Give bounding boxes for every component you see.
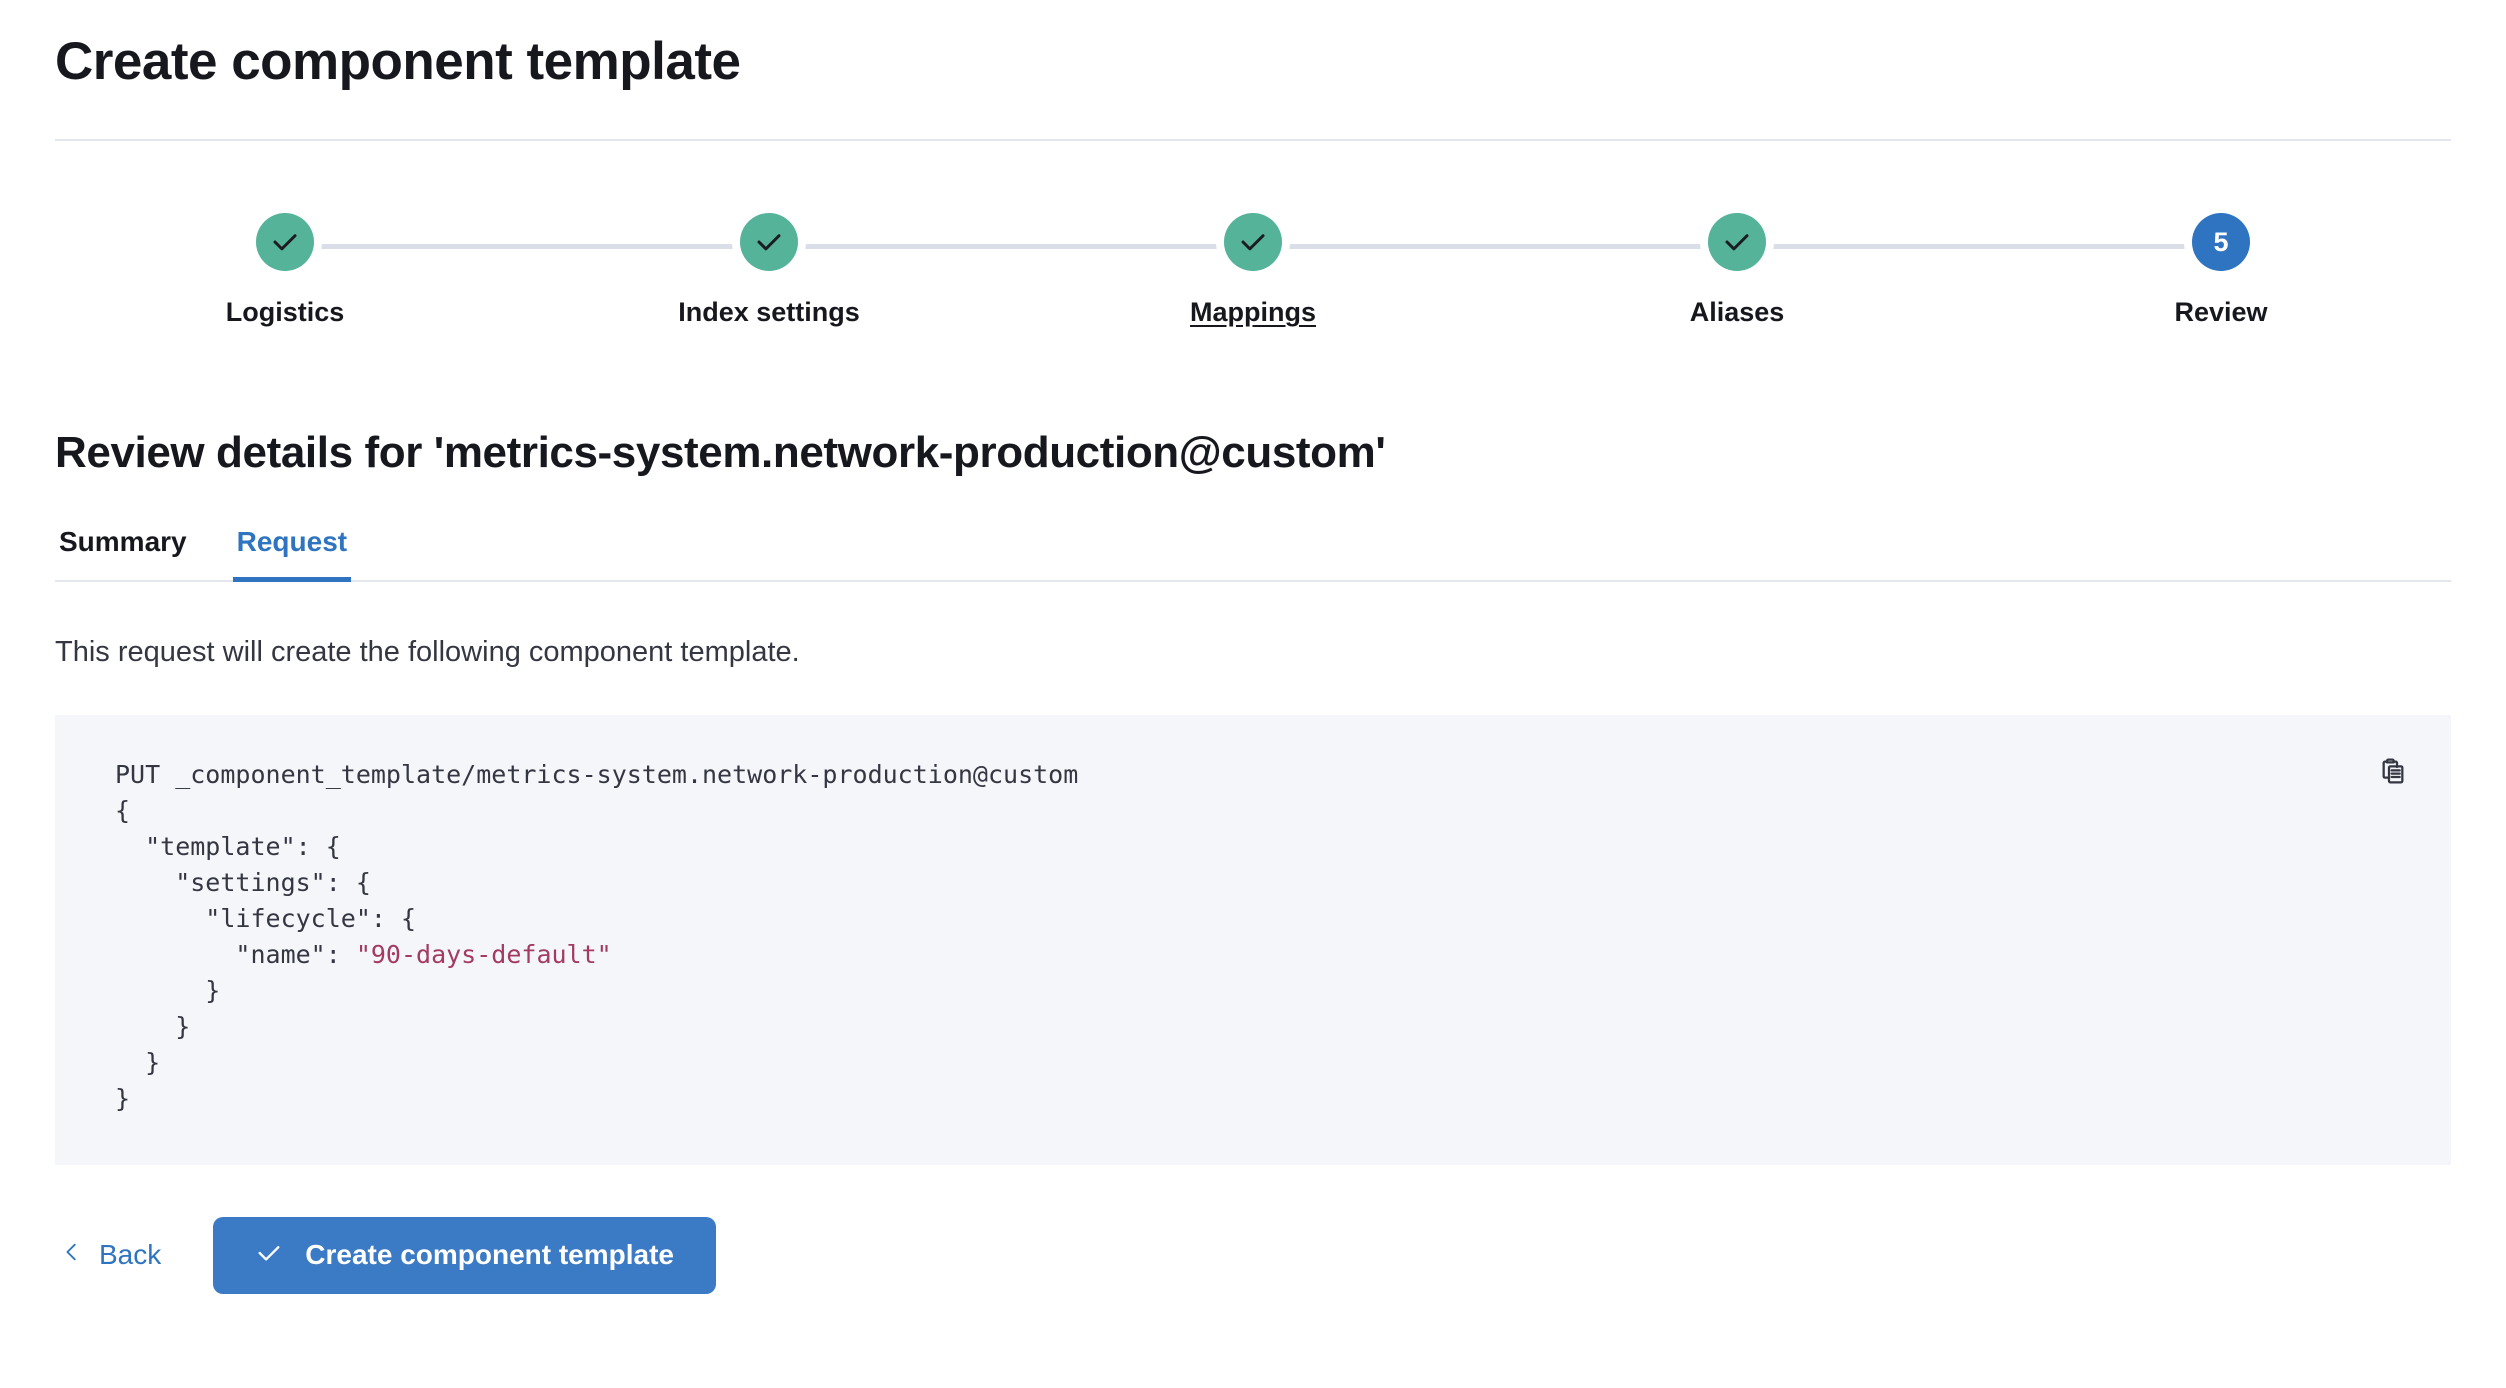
code-lifecycle-name-value: "90-days-default" bbox=[355, 939, 612, 969]
stepper-step-aliases[interactable]: Aliases bbox=[1617, 213, 1857, 328]
check-icon bbox=[754, 227, 784, 257]
step-number-review: 5 bbox=[2213, 226, 2229, 257]
step-circle-logistics[interactable] bbox=[256, 213, 314, 272]
page-title: Create component template bbox=[55, 32, 741, 91]
wizard-actions: Back Create component template bbox=[55, 1216, 2451, 1294]
step-circle-review[interactable]: 5 bbox=[2192, 213, 2250, 272]
chevron-left-icon bbox=[61, 1239, 83, 1272]
stepper-step-index-settings[interactable]: Index settings bbox=[649, 213, 889, 328]
review-heading: Review details for 'metrics-system.netwo… bbox=[55, 428, 1386, 478]
title-divider bbox=[55, 139, 2451, 142]
stepper-label-index-settings: Index settings bbox=[678, 297, 860, 328]
step-circle-mappings[interactable] bbox=[1224, 213, 1282, 272]
code-request-line: PUT _component_template/metrics-system.n… bbox=[115, 759, 1079, 789]
check-icon bbox=[1722, 227, 1752, 257]
code-line-2: "template": { bbox=[115, 831, 341, 861]
back-button-label: Back bbox=[99, 1239, 162, 1271]
code-line-9: } bbox=[115, 1083, 131, 1113]
stepper-label-aliases: Aliases bbox=[1689, 297, 1785, 328]
step-circle-aliases[interactable] bbox=[1708, 213, 1766, 272]
copy-clipboard-icon[interactable] bbox=[2371, 749, 2415, 793]
check-icon bbox=[255, 1239, 283, 1272]
request-code-text: PUT _component_template/metrics-system.n… bbox=[115, 757, 2391, 1117]
code-line-4: "lifecycle": { bbox=[115, 903, 417, 933]
code-line-7: } bbox=[115, 1011, 191, 1041]
stepper-step-logistics[interactable]: Logistics bbox=[165, 213, 405, 328]
stepper-step-mappings[interactable]: Mappings bbox=[1133, 213, 1373, 328]
code-line-8: } bbox=[115, 1047, 161, 1077]
review-tabs: Summary Request bbox=[55, 526, 2451, 583]
check-icon bbox=[270, 227, 300, 257]
tab-request[interactable]: Request bbox=[232, 526, 352, 583]
code-line-6: } bbox=[115, 975, 221, 1005]
check-icon bbox=[1238, 227, 1268, 257]
code-line-5: "name": bbox=[115, 939, 356, 969]
request-code-block: PUT _component_template/metrics-system.n… bbox=[55, 714, 2451, 1165]
create-component-template-button[interactable]: Create component template bbox=[213, 1216, 716, 1294]
wizard-stepper: Logistics Index settings Mappings bbox=[55, 213, 2451, 328]
step-circle-index-settings[interactable] bbox=[740, 213, 798, 272]
back-button[interactable]: Back bbox=[55, 1231, 167, 1280]
code-line-1: { bbox=[115, 795, 131, 825]
stepper-label-review: Review bbox=[2174, 297, 2268, 328]
request-description: This request will create the following c… bbox=[55, 636, 800, 669]
code-line-3: "settings": { bbox=[115, 867, 371, 897]
create-button-label: Create component template bbox=[305, 1239, 674, 1271]
tab-summary[interactable]: Summary bbox=[59, 526, 187, 558]
stepper-label-mappings: Mappings bbox=[1190, 297, 1316, 328]
stepper-step-review[interactable]: 5 Review bbox=[2101, 213, 2341, 328]
stepper-label-logistics: Logistics bbox=[225, 297, 345, 328]
